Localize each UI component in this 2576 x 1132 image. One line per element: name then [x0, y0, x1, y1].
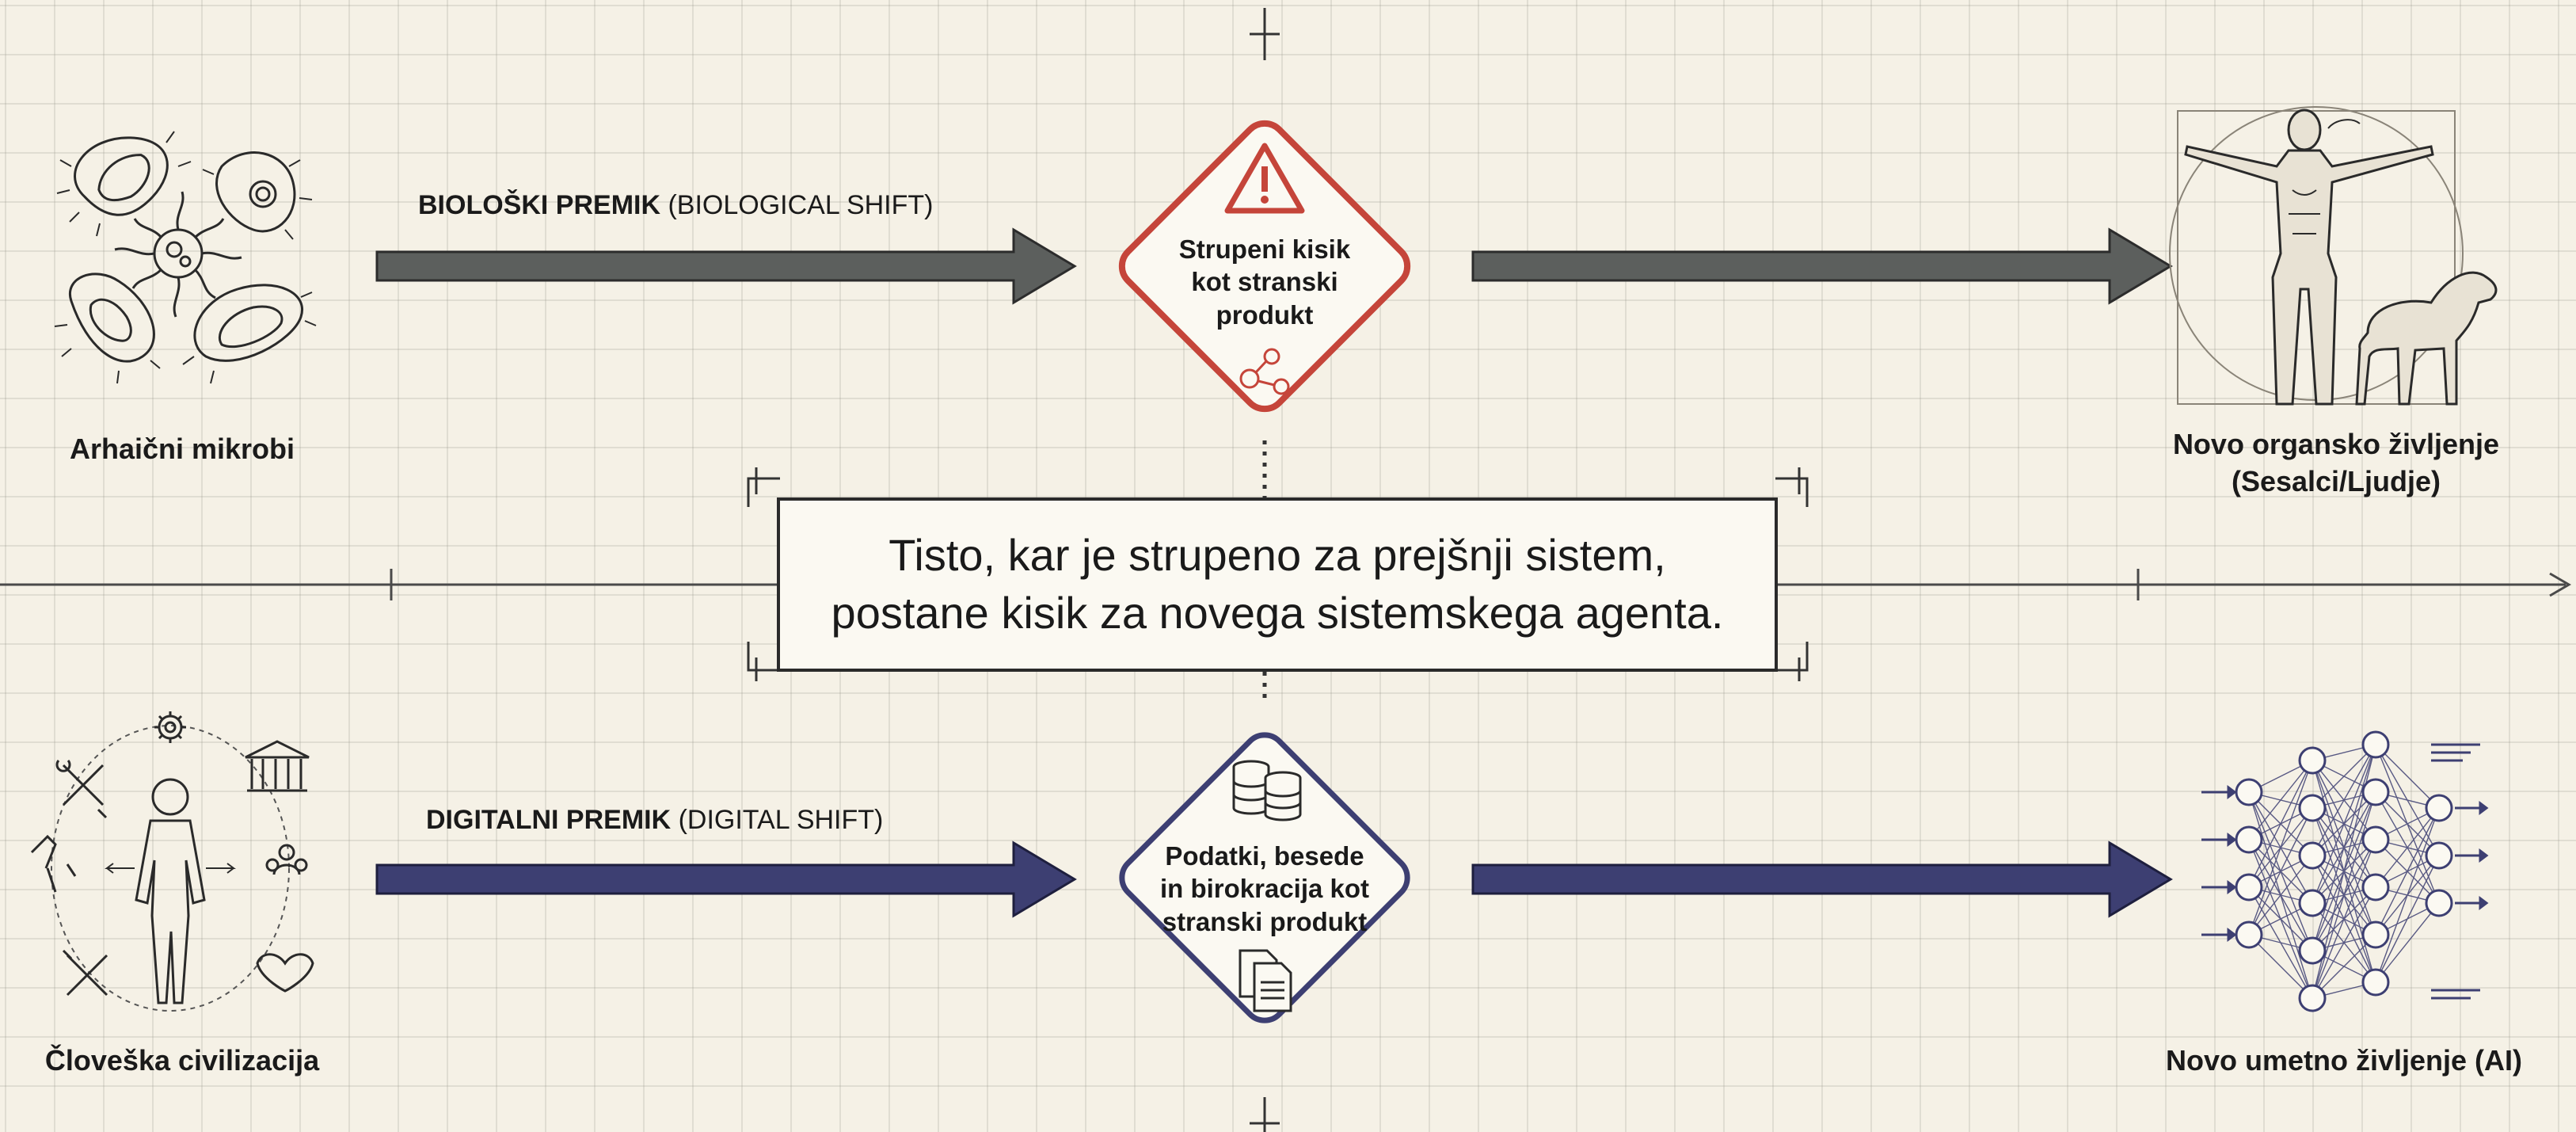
nn-node [2361, 920, 2390, 949]
nn-node [2361, 873, 2390, 901]
top-left-arrow [375, 227, 1077, 305]
nn-input-arrowhead [2227, 833, 2237, 847]
database-icon [1232, 760, 1302, 821]
toxic-oxygen-diamond [1118, 120, 1411, 413]
nn-node [2298, 889, 2327, 917]
nn-connection [2312, 744, 2376, 809]
neural-network-nodes [2235, 730, 2453, 1012]
archaic-microbes-label: Arhaični mikrobi [69, 433, 295, 465]
nn-node [2298, 841, 2327, 870]
nn-connection [2375, 807, 2440, 936]
nn-connection [2248, 855, 2313, 936]
documents-icon [1239, 949, 1292, 1012]
nn-connection [2312, 744, 2376, 856]
nn-output-arrowhead [2479, 848, 2489, 863]
nn-input-arrowhead [2227, 928, 2237, 942]
central-quote-box: Tisto, kar je strupeno za prejšnji siste… [777, 497, 1778, 672]
bottom-diamond-text: Podatki, besede in birokracija kot stran… [1159, 841, 1370, 936]
nn-node [2235, 778, 2263, 806]
nn-node [2298, 984, 2327, 1012]
central-quote-text: Tisto, kar je strupeno za prejšnji siste… [831, 530, 1724, 638]
nn-connection [2248, 760, 2313, 936]
nn-connection [2312, 791, 2376, 999]
human-civilization-label: Človeška civilizacija [44, 1044, 320, 1077]
nn-connection [2312, 934, 2376, 999]
nn-connection [2375, 807, 2440, 888]
nn-connection [2312, 839, 2376, 999]
new-artificial-life-label: Novo umetno življenje (AI) [2165, 1044, 2523, 1077]
nn-node [2361, 730, 2390, 759]
microbes-illustration [54, 131, 317, 384]
data-byproduct-diamond [1119, 732, 1410, 1023]
nn-node [2298, 794, 2327, 822]
nn-connection [2375, 744, 2440, 809]
nn-connection [2375, 855, 2440, 983]
nn-connection [2375, 902, 2440, 983]
biological-shift-label: BIOLOŠKI PREMIK (BIOLOGICAL SHIFT) [418, 190, 934, 220]
nn-node [2235, 825, 2263, 854]
digital-shift-label: DIGITALNI PREMIK (DIGITAL SHIFT) [426, 805, 884, 835]
top-diamond-text: Strupeni kisik kot stranski produkt [1178, 234, 1351, 330]
vitruvian-human-and-dog-illustration [2169, 106, 2498, 406]
nn-connection [2312, 744, 2376, 951]
bottom-left-arrow [375, 840, 1077, 918]
nn-output-arrowhead [2479, 896, 2489, 910]
bottom-right-arrow [1471, 840, 2173, 918]
new-organic-life-label: Novo organsko življenje (Sesalci/Ljudje) [2172, 428, 2500, 497]
nn-connection [2312, 886, 2376, 999]
top-right-arrow [1471, 227, 2173, 305]
nn-node [2298, 936, 2327, 965]
nn-node [2235, 920, 2263, 949]
nn-connection [2375, 807, 2440, 983]
nn-connection [2248, 760, 2313, 840]
human-with-tools-cycle-illustration [30, 711, 314, 1012]
neural-network-connections [2248, 744, 2440, 999]
neural-network-text-lines [2431, 743, 2480, 1000]
nn-node [2298, 746, 2327, 775]
nn-node [2425, 841, 2453, 870]
molecule-icon [1239, 348, 1290, 395]
nn-connection [2248, 934, 2313, 999]
nn-node [2361, 968, 2390, 997]
warning-triangle-icon [1224, 143, 1305, 214]
nn-node [2235, 873, 2263, 901]
neural-network-io-arrows [2201, 785, 2489, 942]
nn-input-arrowhead [2227, 785, 2237, 799]
nn-connection [2248, 807, 2313, 936]
neural-network-illustration [2201, 730, 2489, 1012]
nn-output-arrowhead [2479, 801, 2489, 815]
nn-node [2361, 778, 2390, 806]
nn-connection [2248, 760, 2313, 888]
nn-node [2425, 889, 2453, 917]
nn-node [2361, 825, 2390, 854]
nn-node [2425, 794, 2453, 822]
nn-connection [2312, 744, 2376, 904]
nn-input-arrowhead [2227, 880, 2237, 894]
